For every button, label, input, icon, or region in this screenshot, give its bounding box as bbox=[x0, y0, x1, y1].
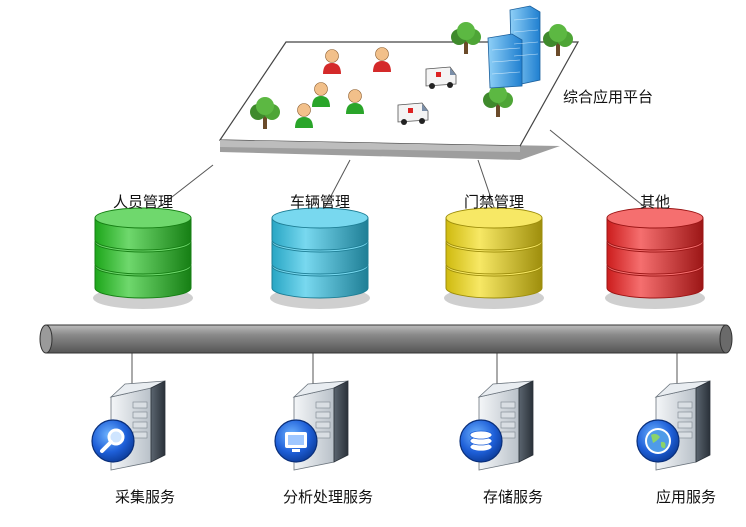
tree-icon bbox=[483, 85, 513, 117]
server-icon bbox=[459, 380, 534, 471]
person-icon bbox=[312, 82, 330, 107]
tree-icon bbox=[250, 97, 280, 129]
van-icon bbox=[397, 102, 429, 125]
services: 采集服务 分析处理服务 存储服务 应用服务 bbox=[91, 380, 716, 506]
server-icon bbox=[274, 380, 349, 471]
module-label: 其他 bbox=[640, 193, 670, 211]
tree-icon bbox=[451, 22, 481, 54]
service-bus bbox=[39, 324, 733, 385]
module-label: 门禁管理 bbox=[464, 193, 524, 211]
database-module: 门禁管理 bbox=[444, 193, 544, 309]
module-label: 车辆管理 bbox=[290, 193, 350, 211]
van-icon bbox=[425, 66, 457, 89]
module-label: 人员管理 bbox=[113, 193, 173, 211]
magnifier-icon bbox=[91, 419, 135, 463]
globe-icon bbox=[636, 419, 680, 463]
service-label: 存储服务 bbox=[483, 488, 543, 506]
database-module: 其他 bbox=[605, 193, 705, 309]
person-icon bbox=[295, 103, 313, 128]
database-icon bbox=[459, 419, 503, 463]
database-module: 车辆管理 bbox=[270, 193, 370, 309]
person-icon bbox=[373, 47, 391, 72]
person-icon bbox=[323, 49, 341, 74]
monitor-icon bbox=[274, 419, 318, 463]
database-module: 人员管理 bbox=[93, 193, 193, 309]
tree-icon bbox=[543, 24, 573, 56]
modules: 人员管理 车辆管理 门禁管理 其他 bbox=[93, 193, 705, 309]
service-label: 分析处理服务 bbox=[283, 488, 373, 506]
service-label: 应用服务 bbox=[656, 488, 716, 506]
platform-label: 综合应用平台 bbox=[563, 88, 653, 106]
server-icon bbox=[91, 380, 166, 471]
building-icon bbox=[487, 5, 541, 89]
server-icon bbox=[636, 380, 711, 471]
service-label: 采集服务 bbox=[115, 488, 175, 506]
person-icon bbox=[346, 89, 364, 114]
